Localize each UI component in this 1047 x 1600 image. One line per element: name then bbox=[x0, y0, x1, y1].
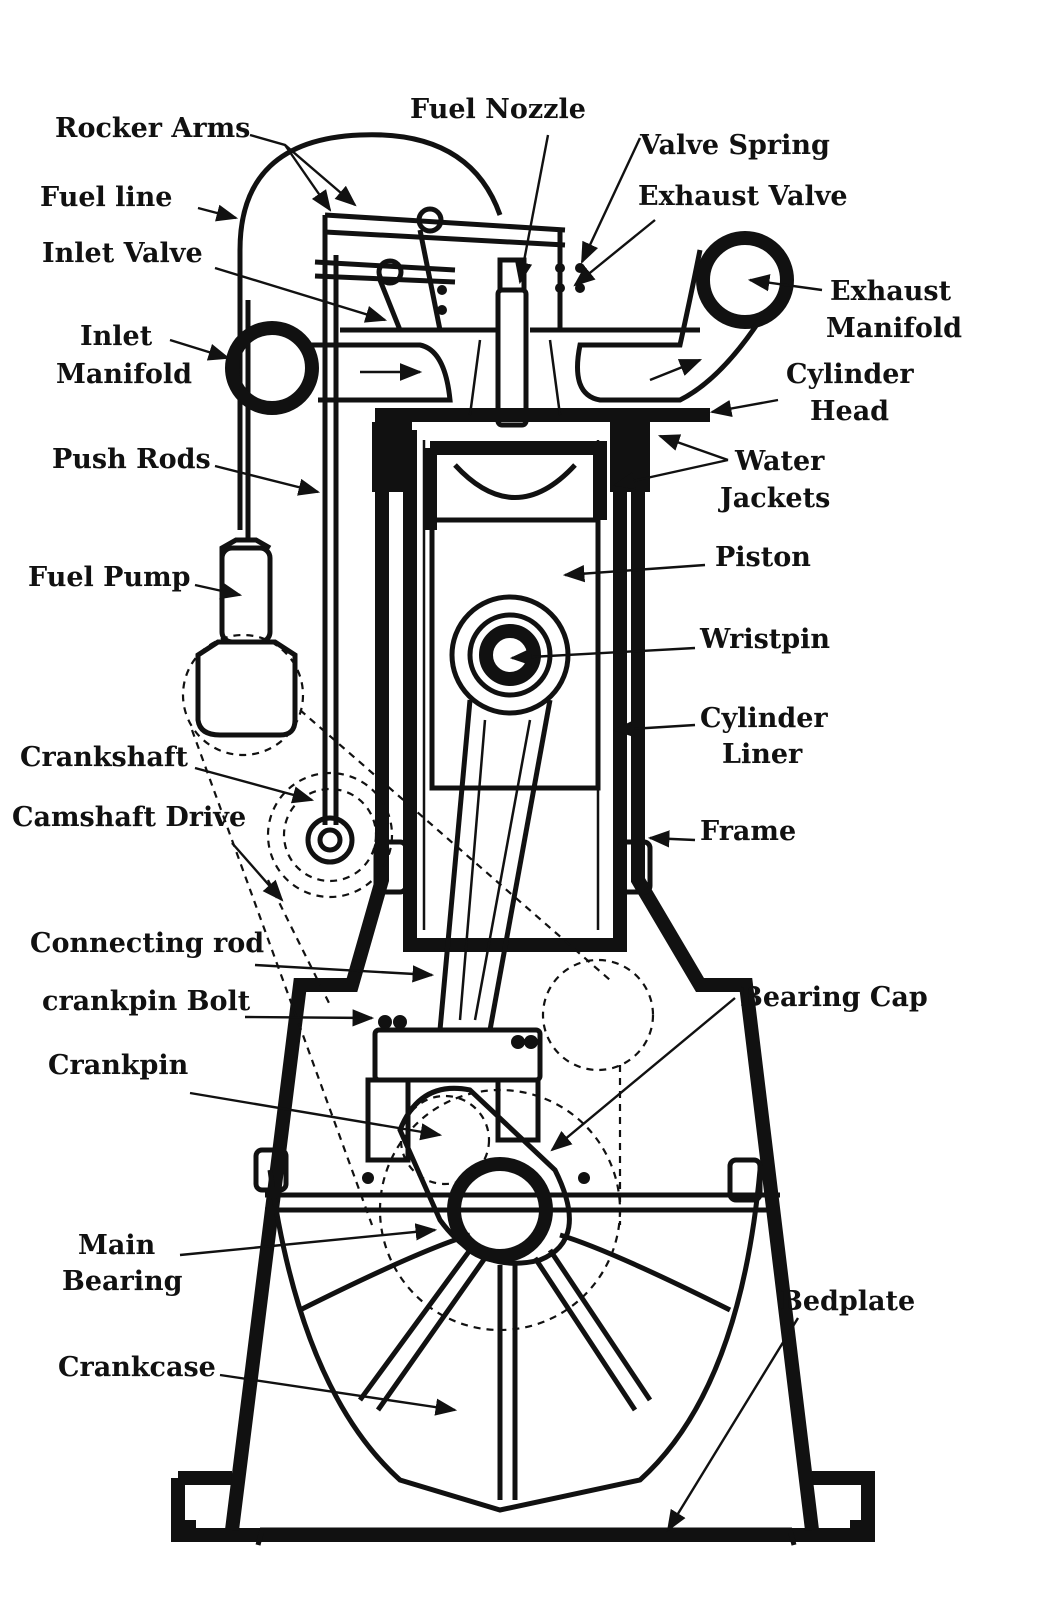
label-exhaust-manifold-2: Manifold bbox=[826, 313, 962, 344]
label-exhaust-valve: Exhaust Valve bbox=[638, 181, 848, 212]
cylinder-head-shape bbox=[340, 327, 710, 422]
label-camshaft-drive: Camshaft Drive bbox=[12, 802, 246, 833]
label-exhaust-manifold-1: Exhaust bbox=[830, 276, 952, 307]
dashed-drive-circles bbox=[181, 633, 655, 1226]
push-rods-shape bbox=[322, 255, 339, 825]
label-water-jackets-2: Jackets bbox=[718, 483, 830, 514]
exhaust-manifold-shape bbox=[575, 231, 794, 403]
label-cylinder-liner-2: Liner bbox=[722, 739, 803, 770]
label-main-bearing-2: Bearing bbox=[62, 1266, 183, 1297]
engine-drawing bbox=[171, 132, 875, 1546]
label-inlet-valve: Inlet Valve bbox=[42, 238, 203, 269]
label-cylinder-head-1: Cylinder bbox=[786, 359, 914, 390]
label-rocker-arms: Rocker Arms bbox=[55, 113, 250, 144]
connecting-rod-shape bbox=[362, 594, 590, 1184]
label-inlet-manifold-2: Manifold bbox=[56, 359, 192, 390]
label-bearing-cap: Bearing Cap bbox=[740, 982, 928, 1013]
labels-left: Rocker Arms Fuel line Inlet Valve Inlet … bbox=[12, 113, 458, 1416]
label-fuel-nozzle: Fuel Nozzle bbox=[410, 94, 586, 125]
label-bedplate: Bedplate bbox=[780, 1286, 915, 1317]
label-connecting-rod: Connecting rod bbox=[30, 928, 264, 959]
inlet-manifold-shape bbox=[225, 321, 453, 415]
fuel-nozzle-shape bbox=[495, 257, 529, 428]
piston-shape bbox=[423, 441, 607, 791]
label-wristpin: Wristpin bbox=[699, 624, 830, 655]
valve-gear-shape bbox=[314, 206, 585, 331]
label-fuel-pump: Fuel Pump bbox=[28, 562, 191, 593]
label-fuel-line: Fuel line bbox=[40, 182, 172, 213]
label-cylinder-liner-1: Cylinder bbox=[700, 703, 828, 734]
label-piston: Piston bbox=[715, 542, 811, 573]
labels-right: Fuel Nozzle Valve Spring Exhaust Valve E… bbox=[410, 94, 962, 1532]
crankcase-shape bbox=[225, 430, 819, 1531]
fuel-line-shape bbox=[237, 132, 503, 530]
cylinder-frame bbox=[372, 422, 653, 952]
label-crankshaft: Crankshaft bbox=[20, 742, 188, 773]
label-push-rods: Push Rods bbox=[52, 444, 211, 475]
label-valve-spring: Valve Spring bbox=[639, 130, 830, 161]
label-crankcase: Crankcase bbox=[58, 1352, 216, 1383]
label-inlet-manifold-1: Inlet bbox=[80, 321, 153, 352]
label-crankpin: Crankpin bbox=[48, 1050, 189, 1081]
label-crankpin-bolt: crankpin Bolt bbox=[42, 986, 251, 1017]
fuel-pump-shape bbox=[195, 300, 298, 738]
label-main-bearing-1: Main bbox=[78, 1230, 156, 1261]
bedplate-shape bbox=[171, 1471, 875, 1546]
label-frame: Frame bbox=[700, 816, 796, 847]
label-water-jackets-1: Water bbox=[734, 446, 825, 477]
label-cylinder-head-2: Head bbox=[810, 396, 889, 427]
